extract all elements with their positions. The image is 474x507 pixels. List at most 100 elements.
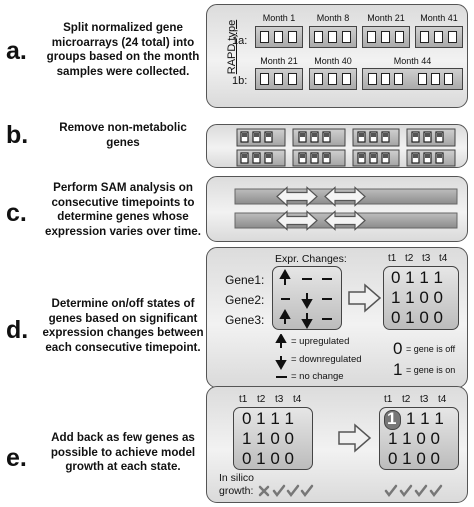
row2-month-label: Month 40 xyxy=(314,56,352,66)
array-group xyxy=(362,68,463,90)
array-group xyxy=(255,26,303,48)
array-chip xyxy=(381,73,390,85)
legend-downregulated: = downregulated xyxy=(291,354,362,365)
array-chip xyxy=(274,31,283,43)
timepoint-label: t3 xyxy=(420,394,429,405)
gene-label: Gene2: xyxy=(225,293,265,307)
array-chip xyxy=(314,73,323,85)
matrix-row: 0 1 1 1 xyxy=(242,409,294,428)
array-group xyxy=(309,68,357,90)
no-growth-x-icon xyxy=(258,485,270,497)
panel-d: Expr. Changes: Gene1: Gene2: Gene3: t1 xyxy=(206,247,468,388)
array-group xyxy=(309,26,357,48)
step-c-text: Perform SAM analysis on consecutive time… xyxy=(45,181,201,238)
timepoint-label: t4 xyxy=(438,394,447,405)
growth-check-icon xyxy=(384,484,398,498)
row1-month-label: Month 8 xyxy=(316,13,350,23)
right-arrow-icon xyxy=(348,283,382,313)
on-legend-text: = gene is on xyxy=(406,365,456,375)
off-legend-text: = gene is off xyxy=(406,344,456,354)
added-gene-value: 1 xyxy=(387,409,397,428)
row1-month-label: Month 1 xyxy=(262,13,296,23)
step-a-text: Split normalized gene microarrays (24 to… xyxy=(46,21,200,78)
panel-e: t1 t2 t3 t4 0 1 1 1 1 1 0 0 0 1 0 0 t1 t… xyxy=(206,386,468,503)
timepoint-label: t1 xyxy=(388,253,397,264)
matrix-row: 0 1 0 0 xyxy=(391,308,443,327)
timepoint-label: t1 xyxy=(384,394,393,405)
in-silico-label: In silico xyxy=(219,472,255,484)
growth-check-icon xyxy=(286,484,300,498)
growth-check-icon xyxy=(300,484,314,498)
legend-no-change: = no change xyxy=(291,371,344,382)
array-chip xyxy=(394,73,403,85)
step-b-letter: b. xyxy=(6,121,29,149)
matrix-row: 1 1 1 xyxy=(406,409,444,428)
array-chip xyxy=(328,73,337,85)
timepoint-label: t3 xyxy=(275,394,284,405)
gene-label: Gene1: xyxy=(225,273,265,287)
expr-changes-title: Expr. Changes: xyxy=(275,253,347,265)
row1-month-label: Month 21 xyxy=(367,13,405,23)
step-d-letter: d. xyxy=(6,316,29,344)
matrix-row: 1 1 0 0 xyxy=(242,429,294,448)
on-symbol: 1 xyxy=(393,360,403,379)
growth-check-icon xyxy=(272,484,286,498)
filtered-arrays-graphic xyxy=(236,128,456,167)
timepoint-label: t4 xyxy=(439,253,448,264)
off-symbol: 0 xyxy=(393,339,403,358)
step-c-letter: c. xyxy=(6,199,27,227)
array-chip xyxy=(288,73,297,85)
timepoint-label: t2 xyxy=(257,394,266,405)
array-chip xyxy=(368,73,377,85)
row2-month-label: Month 44 xyxy=(393,56,432,66)
timepoint-label: t2 xyxy=(405,253,414,264)
matrix-row: 1 1 0 0 xyxy=(388,429,440,448)
array-chip xyxy=(434,31,443,43)
growth-label: growth: xyxy=(219,485,254,497)
growth-check-icon xyxy=(429,484,443,498)
matrix-row: 0 1 0 0 xyxy=(242,449,294,468)
array-chip xyxy=(342,73,351,85)
timepoint-label: t1 xyxy=(239,394,248,405)
double-arrow-icon xyxy=(276,186,366,231)
expression-change-symbols xyxy=(279,268,332,330)
growth-check-icon xyxy=(399,484,413,498)
matrix-row: 0 1 0 0 xyxy=(388,449,440,468)
array-group xyxy=(362,26,410,48)
array-chip xyxy=(328,31,337,43)
row-1a-label: 1a: xyxy=(232,35,248,47)
panel-a: RAPD type 1a: 1b: Month 1 Month 8 Month … xyxy=(206,4,468,108)
panel-c xyxy=(206,176,468,242)
legend-symbols xyxy=(275,334,287,378)
array-chip xyxy=(395,31,404,43)
growth-check-icon xyxy=(414,484,428,498)
array-chip xyxy=(431,73,440,85)
growth-status-icons xyxy=(258,484,443,498)
rapd-type-label: RAPD type xyxy=(226,19,238,75)
timepoint-label: t2 xyxy=(402,394,411,405)
array-chip xyxy=(418,73,427,85)
step-d-text: Determine on/off states of genes based o… xyxy=(42,297,204,354)
array-chip xyxy=(381,31,390,43)
added-gene-highlight xyxy=(384,410,401,430)
step-a-letter: a. xyxy=(6,37,27,65)
array-group xyxy=(415,26,463,48)
array-chip xyxy=(260,73,269,85)
sam-comparison-graphic xyxy=(234,186,458,231)
matrix-row: 1 1 0 0 xyxy=(391,288,443,307)
timepoint-label: t3 xyxy=(422,253,431,264)
left-state-matrix: 0 1 1 1 1 1 0 0 0 1 0 0 xyxy=(233,407,313,470)
right-arrow-icon xyxy=(338,423,372,453)
array-chip xyxy=(288,31,297,43)
row1-month-label: Month 41 xyxy=(420,13,458,23)
right-state-matrix: 1 1 1 1 1 1 0 0 0 1 0 0 xyxy=(379,407,459,470)
array-chip xyxy=(420,31,429,43)
step-e-text: Add back as few genes as possible to ach… xyxy=(50,431,196,473)
legend-upregulated: = upregulated xyxy=(291,336,350,347)
array-chip xyxy=(314,31,323,43)
row2-month-label: Month 21 xyxy=(260,56,298,66)
array-group xyxy=(255,68,303,90)
step-e-letter: e. xyxy=(6,444,27,472)
timepoint-label: t4 xyxy=(293,394,302,405)
array-chip xyxy=(274,73,283,85)
